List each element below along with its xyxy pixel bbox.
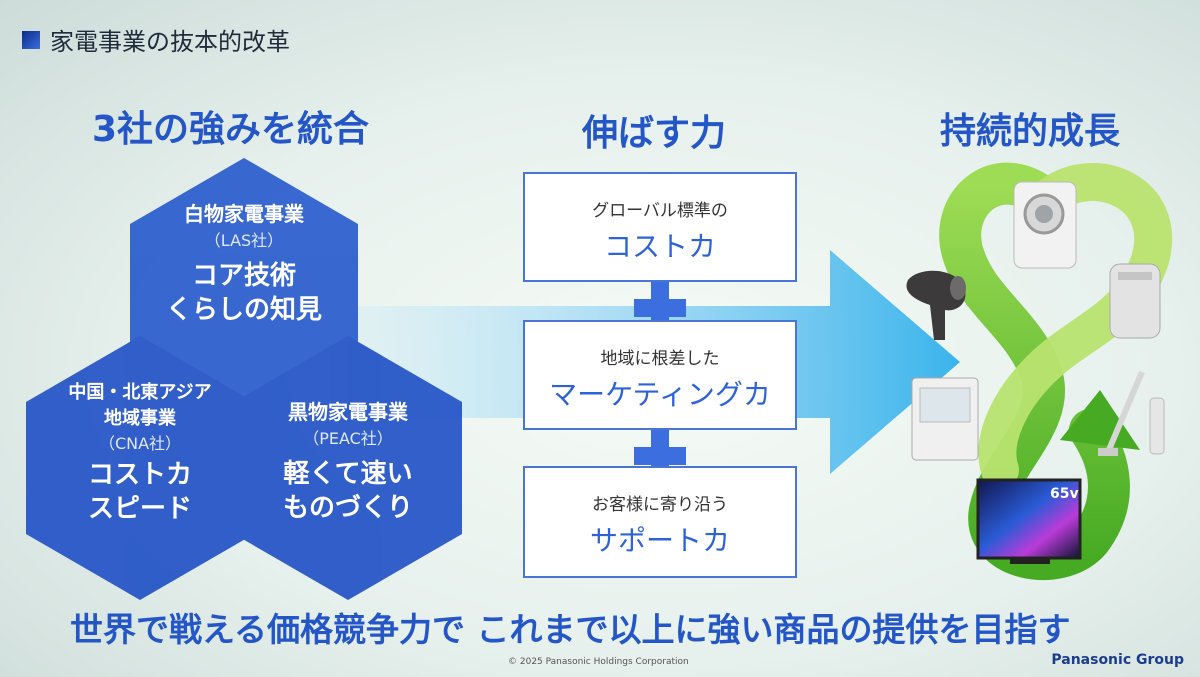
tv-size-label: 65v <box>1050 486 1079 502</box>
capability-box-support: お客様に寄り沿う サポートカ <box>523 466 797 578</box>
box-marketing-subtitle: 地域に根差した <box>600 349 720 369</box>
peac-strength-2: ものづくり <box>282 493 413 523</box>
loop-arrowhead-icon <box>1060 390 1140 450</box>
peac-name: 黒物家電事業 <box>288 400 408 424</box>
box-cost-subtitle: グローバル標準の <box>592 201 728 221</box>
las-strength-1: コア技術 <box>191 261 296 291</box>
brand-logo: Panasonic Group <box>1051 652 1184 668</box>
hexagon-peac <box>234 336 462 600</box>
capability-box-cost: グローバル標準の コストカ <box>523 172 797 282</box>
cna-strength-1: コストカ <box>87 460 192 490</box>
stick-vacuum-icon <box>1098 370 1165 456</box>
hexagon-peac-text: 黒物家電事業 （PEAC社） 軽くて速い ものづくり <box>248 396 448 525</box>
air-purifier-icon <box>1109 263 1161 339</box>
las-strength-2: くらしの知見 <box>165 295 322 325</box>
cna-name-line1: 中国・北東アジア <box>68 382 212 403</box>
dishwasher-icon <box>911 377 979 461</box>
capability-box-marketing: 地域に根差した マーケティングカ <box>523 320 797 430</box>
peac-company: （PEAC社） <box>303 429 393 448</box>
cna-company: （CNA社） <box>98 434 182 453</box>
peac-strength-1: 軽くて速い <box>283 459 413 489</box>
box-support-title: サポートカ <box>589 524 730 557</box>
washing-machine-icon <box>1013 181 1077 269</box>
loop-lower <box>939 162 1130 581</box>
hexagon-cna-text: 中国・北東アジア 地域事業 （CNA社） コストカ スピード <box>40 378 240 526</box>
middle-column-title: 伸ばす力 <box>582 113 727 154</box>
box-support-subtitle: お客様に寄り沿う <box>592 495 728 515</box>
slide-header: 家電事業の抜本的改革 <box>22 22 290 57</box>
hexagon-cna <box>26 336 254 600</box>
las-name: 白物家電事業 <box>184 202 304 226</box>
cna-strength-2: スピード <box>87 494 192 524</box>
hexagon-las <box>130 158 358 422</box>
header-square-icon <box>22 30 40 49</box>
left-column-title: 3社の強みを統合 <box>92 109 370 150</box>
hair-dryer-icon <box>906 270 966 340</box>
cna-name-line2: 地域事業 <box>104 408 176 429</box>
tagline: 世界で戦える価格競争力で これまで以上に強い商品の提供を目指す <box>70 610 1071 649</box>
las-company: （LAS社） <box>204 231 284 250</box>
box-marketing-title: マーケティングカ <box>549 378 771 411</box>
copyright: © 2025 Panasonic Holdings Corporation <box>508 657 689 667</box>
slide-title: 家電事業の抜本的改革 <box>50 28 290 56</box>
television-icon <box>976 478 1082 564</box>
hexagon-las-text: 白物家電事業 （LAS社） コア技術 くらしの知見 <box>144 198 344 327</box>
box-cost-title: コストカ <box>603 230 716 263</box>
right-column-title: 持続的成長 <box>940 111 1121 152</box>
